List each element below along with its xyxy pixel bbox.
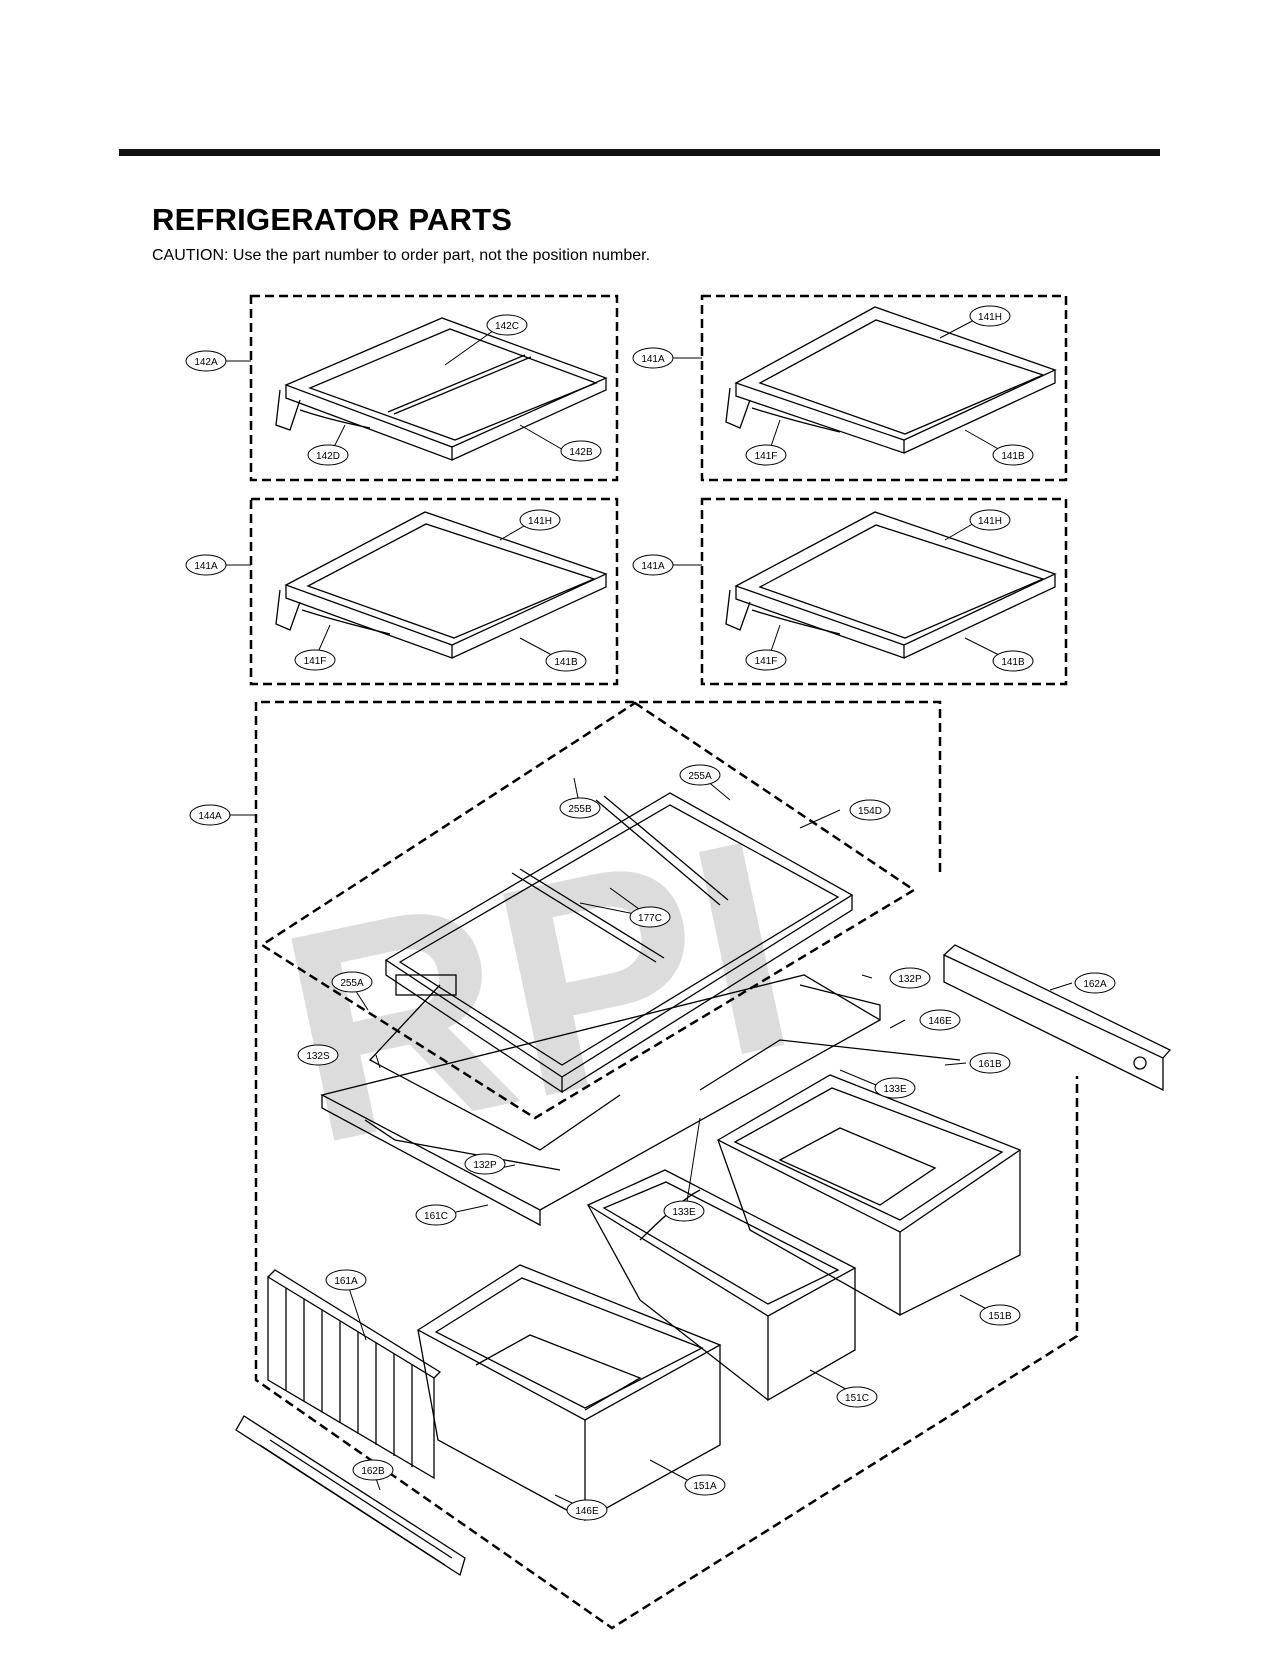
svg-text:132S: 132S [306, 1051, 330, 1062]
svg-text:151B: 151B [988, 1311, 1012, 1322]
callout-154D: 154D [849, 799, 891, 821]
group-outline-154D [259, 701, 917, 1120]
callout-142B: 142B [560, 440, 602, 462]
callout-151B: 151B [979, 1304, 1021, 1326]
svg-text:141B: 141B [1001, 451, 1025, 462]
callout-151A: 151A [684, 1474, 726, 1496]
svg-text:151C: 151C [845, 1393, 869, 1404]
callout-162A: 162A [1074, 972, 1116, 994]
svg-text:141H: 141H [528, 516, 552, 527]
callout-146E-2: 146E [566, 1499, 608, 1521]
callout-255B: 255B [559, 797, 601, 819]
svg-text:144A: 144A [198, 811, 222, 822]
drawer-151C [586, 1169, 857, 1402]
callout-161A: 161A [325, 1269, 367, 1291]
callout-142C: 142C [486, 314, 528, 336]
svg-text:141A: 141A [194, 561, 218, 572]
svg-text:132P: 132P [898, 974, 922, 985]
svg-text:154D: 154D [858, 806, 882, 817]
drawer-151B [716, 1074, 1022, 1317]
svg-text:161A: 161A [334, 1276, 358, 1287]
svg-text:142D: 142D [316, 451, 340, 462]
callout-151C: 151C [836, 1386, 878, 1408]
drawer-151A [416, 1264, 722, 1522]
callout-141B-3: 141B [992, 650, 1034, 672]
callout-132P-1: 132P [889, 967, 931, 989]
callout-132S: 132S [297, 1044, 339, 1066]
group-outline-144A [254, 700, 1079, 1630]
callout-141H-1: 141H [969, 305, 1011, 327]
svg-text:133E: 133E [672, 1207, 696, 1218]
svg-text:255A: 255A [340, 978, 364, 989]
rail-162A [943, 944, 1172, 1092]
group-box-141A-mid-right [700, 497, 1068, 686]
svg-text:141F: 141F [304, 656, 327, 667]
group-box-141A-mid-left [249, 497, 619, 686]
callout-141F-1: 141F [745, 444, 787, 466]
page-title: REFRIGERATOR PARTS [152, 202, 513, 237]
shelf-141A-top-right [725, 306, 1057, 454]
callout-133E-2: 133E [663, 1200, 705, 1222]
callout-142D: 142D [307, 444, 349, 466]
callout-141H-2: 141H [519, 509, 561, 531]
shelf-141A-mid-left [275, 511, 608, 659]
svg-text:255B: 255B [568, 804, 592, 815]
svg-text:141H: 141H [978, 312, 1002, 323]
svg-text:255A: 255A [688, 771, 712, 782]
svg-text:141H: 141H [978, 516, 1002, 527]
callout-255A-2: 255A [331, 971, 373, 993]
callout-144A: 144A [189, 804, 231, 826]
svg-text:142A: 142A [194, 357, 218, 368]
group-box-141A-top-right [700, 294, 1068, 482]
callout-146E-1: 146E [919, 1009, 961, 1031]
callout-141F-2: 141F [294, 649, 336, 671]
panel-161A [267, 1269, 442, 1480]
group-box-142A [249, 294, 619, 482]
svg-text:151A: 151A [693, 1481, 717, 1492]
svg-text:142B: 142B [569, 447, 593, 458]
callout-132P-2: 132P [464, 1153, 506, 1175]
svg-text:141B: 141B [1001, 657, 1025, 668]
top-rule [119, 149, 1160, 156]
svg-text:141A: 141A [641, 561, 665, 572]
callout-141B-1: 141B [992, 444, 1034, 466]
callout-177C: 177C [629, 906, 671, 928]
callout-161C: 161C [415, 1204, 457, 1226]
svg-text:162B: 162B [361, 1466, 385, 1477]
callout-133E-1: 133E [874, 1077, 916, 1099]
svg-text:177C: 177C [638, 913, 662, 924]
svg-text:142C: 142C [495, 321, 519, 332]
callout-141A-2: 141A [185, 554, 227, 576]
svg-text:141B: 141B [554, 657, 578, 668]
caution-note: CAUTION: Use the part number to order pa… [152, 247, 651, 264]
shelf-142A [275, 317, 608, 461]
callout-161B: 161B [969, 1052, 1011, 1074]
svg-text:141A: 141A [641, 354, 665, 365]
svg-text:162A: 162A [1083, 979, 1107, 990]
callout-141A-1: 141A [632, 347, 674, 369]
svg-text:161C: 161C [424, 1211, 448, 1222]
svg-text:161B: 161B [978, 1059, 1002, 1070]
callout-162B: 162B [352, 1459, 394, 1481]
shelf-141A-mid-right [725, 511, 1057, 659]
callout-141H-3: 141H [969, 509, 1011, 531]
svg-text:141F: 141F [755, 656, 778, 667]
callout-141F-3: 141F [745, 649, 787, 671]
callout-141B-2: 141B [545, 650, 587, 672]
svg-text:132P: 132P [473, 1160, 497, 1171]
callout-255A-1: 255A [679, 764, 721, 786]
crisper-cover-154D [368, 792, 854, 1151]
svg-text:133E: 133E [883, 1084, 907, 1095]
callout-141A-3: 141A [632, 554, 674, 576]
rail-162B [235, 1415, 466, 1577]
svg-text:146E: 146E [928, 1016, 952, 1027]
svg-text:146E: 146E [575, 1506, 599, 1517]
svg-text:141F: 141F [755, 451, 778, 462]
crisper-frame [320, 974, 961, 1227]
callout-142A: 142A [185, 350, 227, 372]
